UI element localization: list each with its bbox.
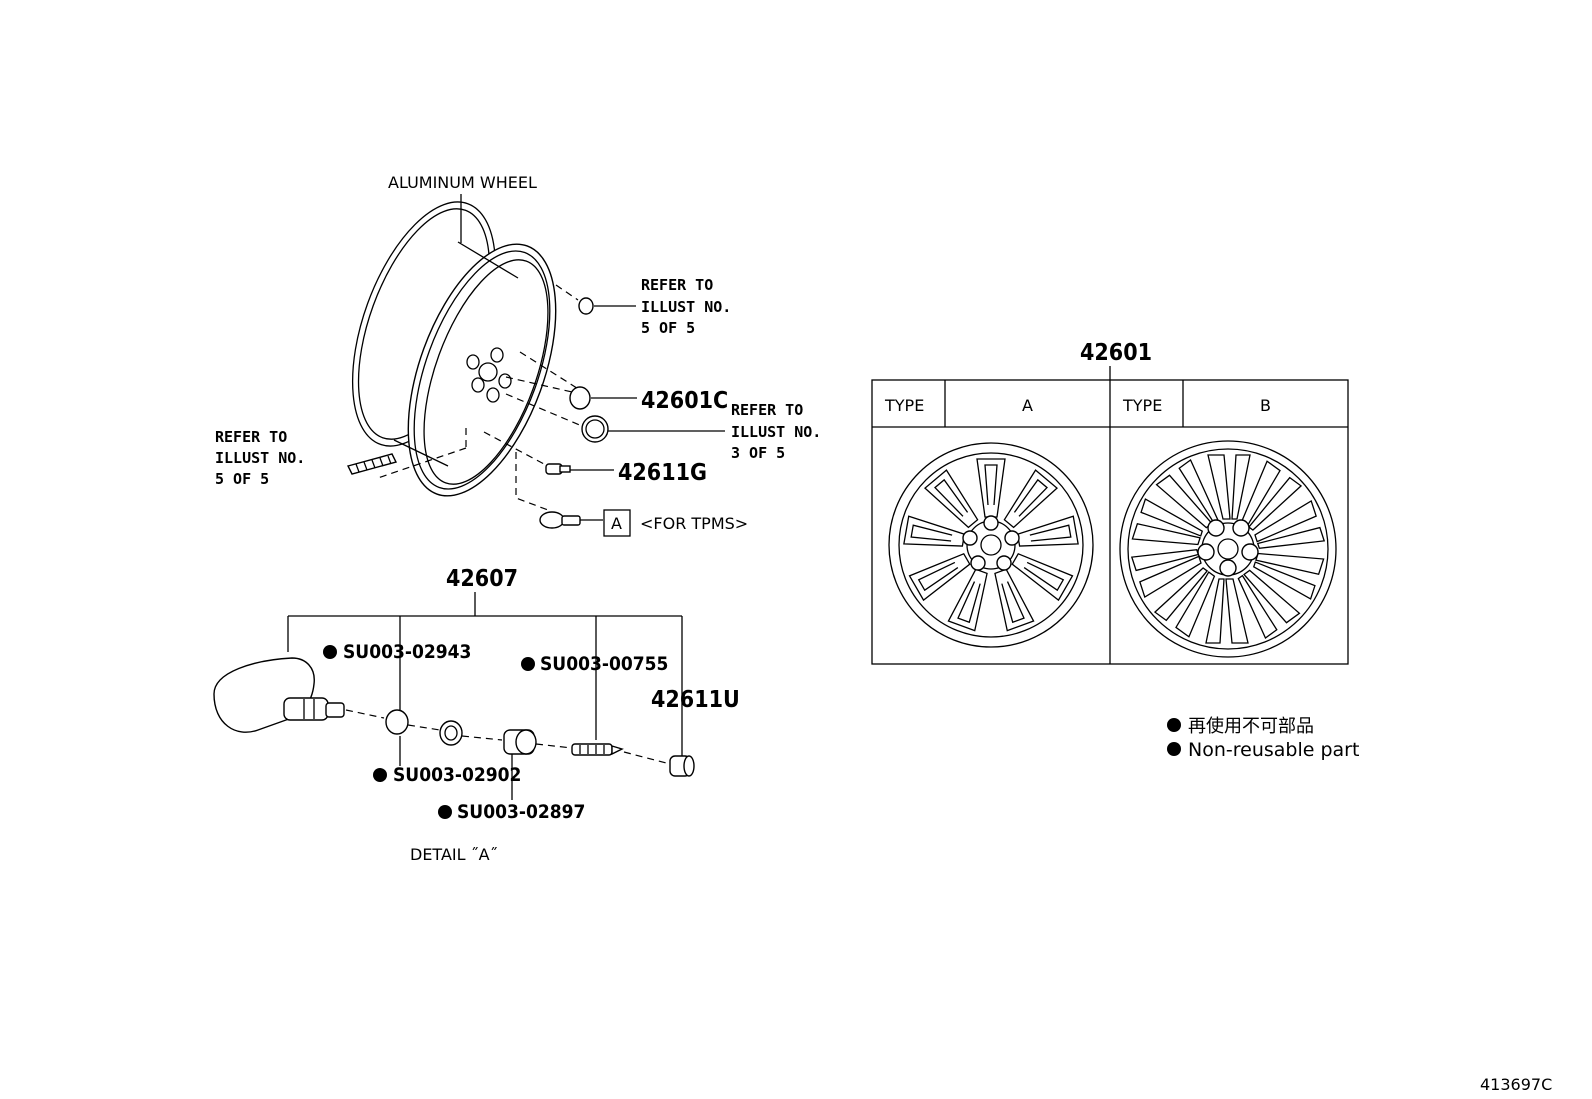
refer-left-line2: ILLUST NO. bbox=[215, 449, 305, 467]
refer-mid-line1: REFER TO bbox=[731, 401, 803, 419]
non-reusable-dot bbox=[438, 805, 452, 819]
leader-dash bbox=[345, 709, 385, 719]
wheel-type-a-icon bbox=[888, 442, 1094, 648]
part-42601: 42601 bbox=[1080, 340, 1152, 366]
washer-icon bbox=[439, 720, 463, 746]
wheel-type-b-icon bbox=[1119, 440, 1337, 658]
refer-left-line1: REFER TO bbox=[215, 428, 287, 446]
grommet-icon bbox=[385, 709, 409, 735]
leader-dash bbox=[461, 735, 503, 741]
part-42611g: 42611G bbox=[618, 460, 707, 486]
tpms-note: <FOR TPMS> bbox=[640, 514, 748, 533]
refer-left-line3: 5 OF 5 bbox=[215, 470, 269, 488]
part-42607: 42607 bbox=[446, 566, 518, 592]
valve-nut-icon bbox=[503, 729, 537, 755]
refer-right-line1: REFER TO bbox=[641, 276, 713, 294]
valve-cap-small-icon bbox=[669, 755, 695, 777]
refer-mid-line2: ILLUST NO. bbox=[731, 423, 821, 441]
leader-dash bbox=[535, 743, 573, 749]
leader-dash bbox=[515, 452, 549, 511]
leader-dash bbox=[407, 724, 441, 731]
leader-dash bbox=[377, 447, 467, 479]
leader-dash bbox=[505, 393, 583, 427]
type-head-1: TYPE bbox=[884, 396, 924, 415]
non-reusable-dot bbox=[373, 768, 387, 782]
tpms-box bbox=[603, 509, 631, 537]
tpms-sensor-icon bbox=[539, 511, 581, 529]
non-reusable-dot bbox=[521, 657, 535, 671]
legend-japanese: 再使用不可部品 bbox=[1188, 716, 1314, 737]
detail-a-caption: DETAIL ˝A˝ bbox=[410, 845, 498, 864]
part-su003-00755: SU003-00755 bbox=[540, 653, 668, 675]
tpms-box-letter: A bbox=[611, 514, 622, 533]
legend-dot-jp bbox=[1167, 718, 1181, 732]
balance-weight-icon bbox=[346, 453, 398, 475]
type-value-a: A bbox=[1022, 396, 1033, 415]
part-su003-02897: SU003-02897 bbox=[457, 801, 585, 823]
refer-mid-line3: 3 OF 5 bbox=[731, 444, 785, 462]
part-42601c: 42601C bbox=[641, 388, 728, 414]
part-su003-02902: SU003-02902 bbox=[393, 764, 521, 786]
valve-stem-icon bbox=[545, 463, 571, 475]
part-su003-02943: SU003-02943 bbox=[343, 641, 471, 663]
non-reusable-dot bbox=[323, 645, 337, 659]
hub-nut-icon bbox=[569, 386, 591, 410]
leader-dash bbox=[623, 751, 671, 765]
refer-right-line3: 5 OF 5 bbox=[641, 319, 695, 337]
leader-dash bbox=[555, 284, 579, 301]
tpms-sensor-body-icon bbox=[213, 657, 345, 733]
valve-cap-icon bbox=[578, 297, 594, 315]
illustration-id: 413697C bbox=[1480, 1075, 1552, 1094]
legend-dot-en bbox=[1167, 742, 1181, 756]
part-42611u: 42611U bbox=[651, 687, 740, 713]
valve-core-icon bbox=[571, 743, 624, 756]
type-head-2: TYPE bbox=[1122, 396, 1162, 415]
refer-right-line2: ILLUST NO. bbox=[641, 298, 731, 316]
washer-hole bbox=[444, 725, 458, 741]
type-value-b: B bbox=[1260, 396, 1271, 415]
center-cap-inner bbox=[585, 419, 605, 439]
aluminum-wheel-drawing bbox=[351, 201, 557, 497]
aluminum-wheel-label: ALUMINUM WHEEL bbox=[388, 173, 537, 192]
legend-english: Non-reusable part bbox=[1188, 739, 1359, 761]
wheel-type-table bbox=[871, 379, 1349, 665]
